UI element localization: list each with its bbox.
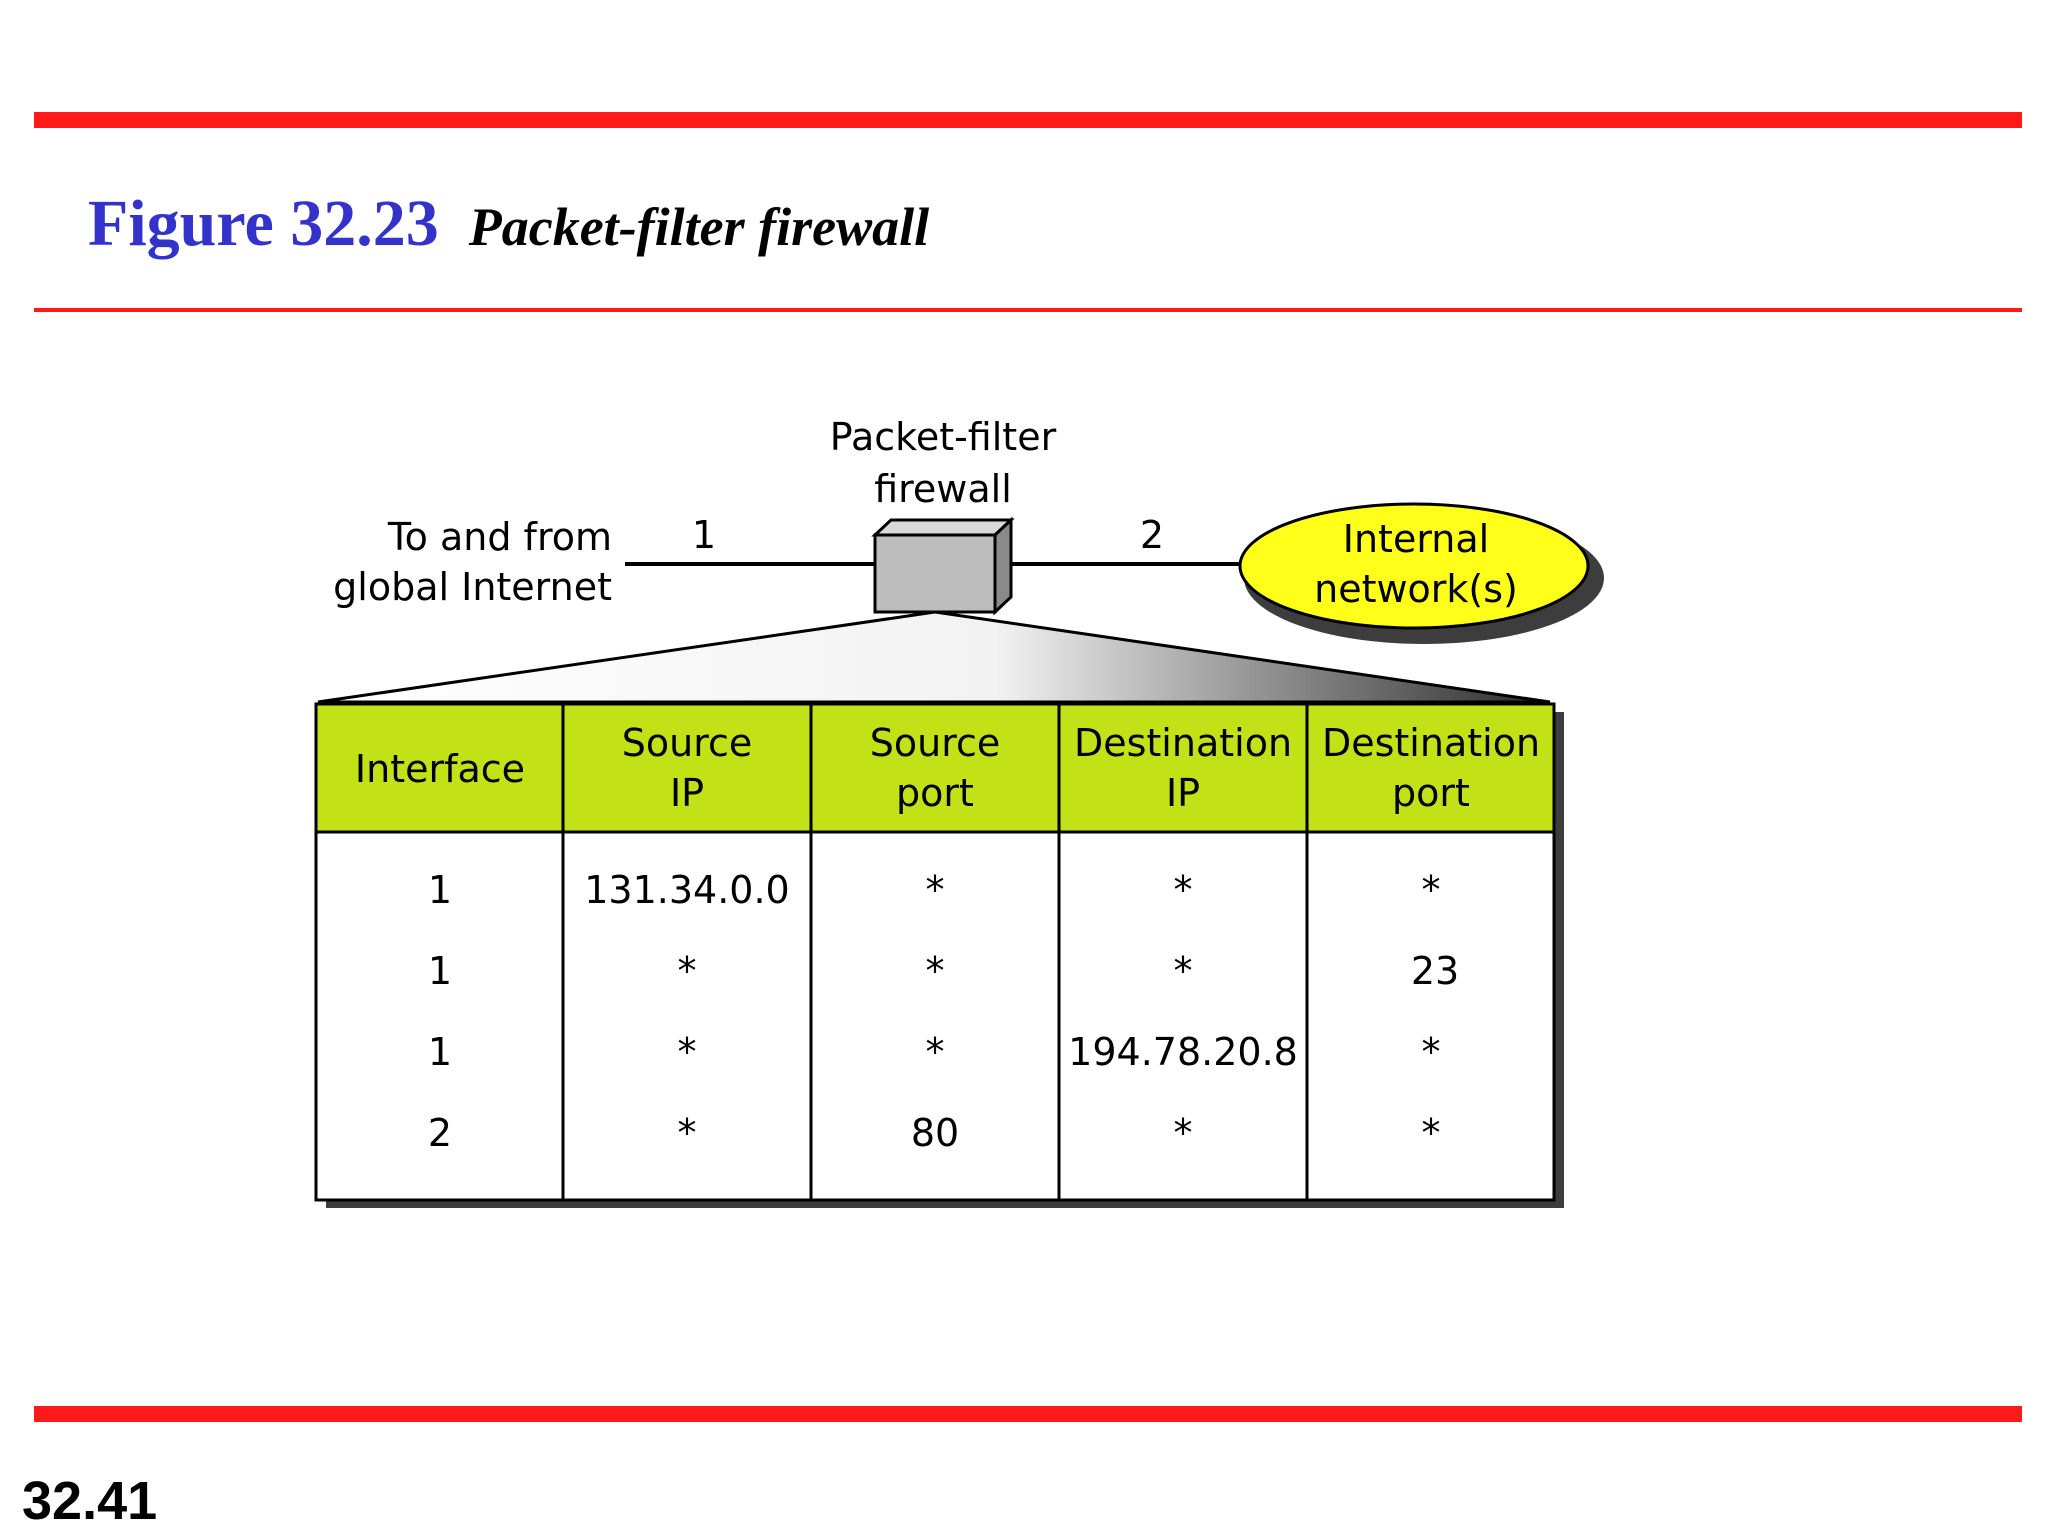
figure-title: Figure 32.23 Packet-filter firewall — [88, 186, 929, 262]
table-cell: 1 — [428, 949, 452, 993]
header-interface: Interface — [355, 747, 525, 791]
internal-label-line1: Internal — [1343, 517, 1489, 561]
firewall-label-line1: Packet-filter — [830, 415, 1057, 459]
header-destination-ip-line2: IP — [1166, 771, 1200, 815]
table-cell: 131.34.0.0 — [584, 868, 789, 912]
internal-network-icon — [1238, 502, 1604, 644]
bottom-rule — [34, 1406, 2022, 1422]
table-cell: 80 — [911, 1111, 959, 1155]
table-cell: * — [1422, 1030, 1441, 1074]
figure-number: Figure 32.23 — [88, 187, 439, 260]
firewall-label-line2: firewall — [874, 467, 1012, 511]
table-cell: * — [1174, 868, 1193, 912]
table-cell: * — [678, 949, 697, 993]
table-cell: 2 — [428, 1111, 452, 1155]
table-border — [314, 702, 1556, 1202]
internal-label-line2: network(s) — [1314, 567, 1518, 611]
filter-table: Interface Source IP Source port Destinat… — [314, 702, 1564, 1208]
table-cell: * — [926, 1030, 945, 1074]
table-cell: 194.78.20.8 — [1068, 1030, 1298, 1074]
table-cell: * — [1422, 868, 1441, 912]
slide-number: 32.41 — [22, 1471, 158, 1531]
table-header-background — [316, 704, 1554, 832]
table-cell: * — [1174, 1111, 1193, 1155]
table-cell: * — [678, 1111, 697, 1155]
header-destination-ip-line1: Destination — [1074, 721, 1292, 765]
figure-caption: Packet-filter firewall — [468, 197, 930, 257]
header-source-ip-line2: IP — [670, 771, 704, 815]
interface-1-label: 1 — [692, 513, 716, 557]
header-destination-port-line1: Destination — [1322, 721, 1540, 765]
global-label-line1: To and from — [387, 515, 612, 559]
table-cell: * — [1422, 1111, 1441, 1155]
firewall-icon — [871, 516, 1015, 616]
interface-2-label: 2 — [1140, 513, 1164, 557]
top-rule — [34, 112, 2022, 128]
table-cell: 1 — [428, 1030, 452, 1074]
title-underline — [34, 308, 2022, 312]
header-destination-port-line2: port — [1392, 771, 1470, 815]
header-source-port-line2: port — [896, 771, 974, 815]
table-cell: 23 — [1411, 949, 1459, 993]
header-source-ip-line1: Source — [622, 721, 753, 765]
global-label-line2: global Internet — [333, 565, 612, 609]
table-cell: * — [926, 868, 945, 912]
table-cell: * — [1174, 949, 1193, 993]
zoom-funnel — [317, 610, 1551, 704]
table-cell: 1 — [428, 868, 452, 912]
table-cell: * — [678, 1030, 697, 1074]
table-cell: * — [926, 949, 945, 993]
header-source-port-line1: Source — [870, 721, 1001, 765]
